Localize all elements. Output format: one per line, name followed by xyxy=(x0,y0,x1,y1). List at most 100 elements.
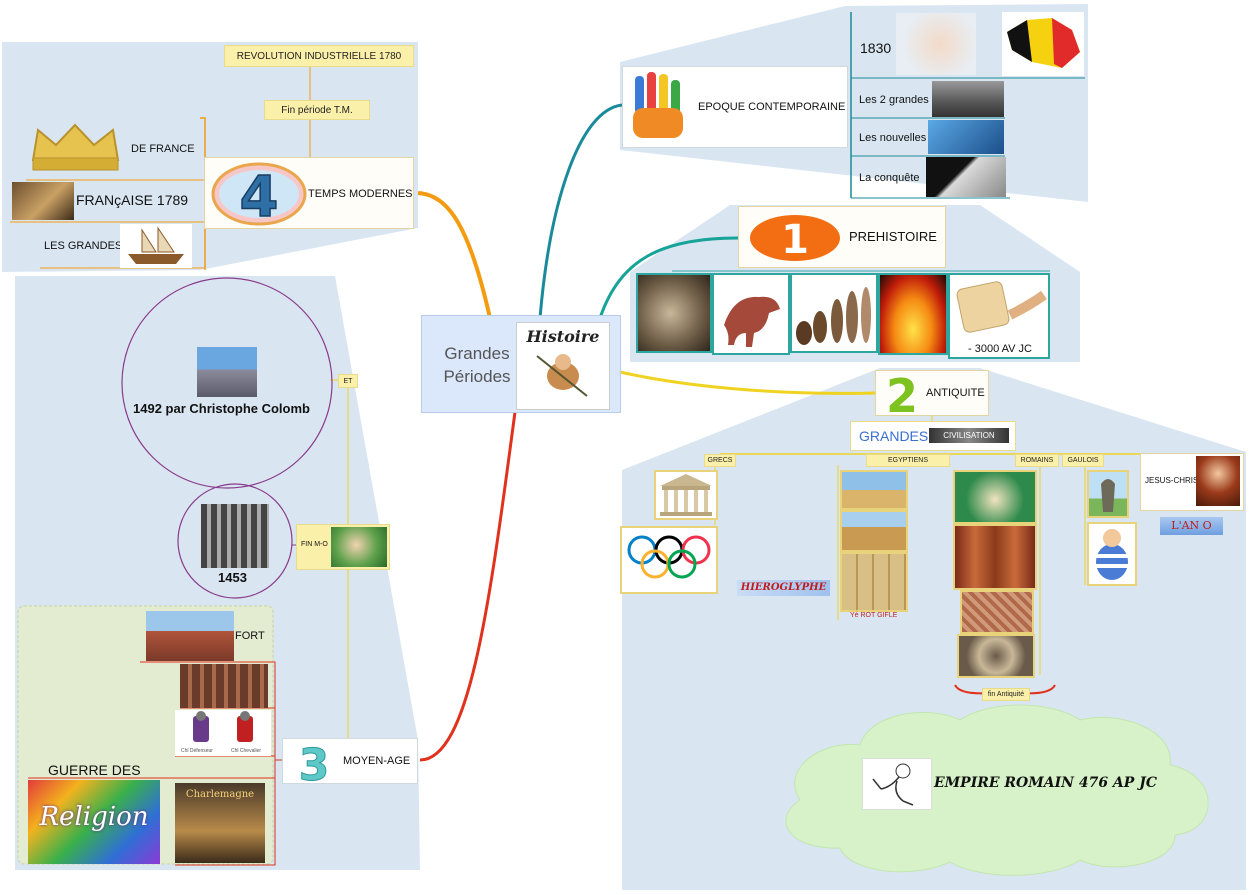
cathedral-image xyxy=(180,664,268,708)
antiquite-node[interactable]: 2 ANTIQUITE xyxy=(875,370,989,416)
olympic-rings-icon xyxy=(627,535,711,579)
number-three-icon: 3 xyxy=(298,740,330,784)
pyramids-image xyxy=(840,470,908,510)
menhir-image xyxy=(1087,470,1129,518)
writing-tablet-image: - 3000 AV JC xyxy=(948,273,1050,359)
evolution-icon xyxy=(796,287,871,345)
charlemagne-title: Charlemagne xyxy=(185,789,255,800)
prehistoire-date-label: - 3000 AV JC xyxy=(968,343,1032,355)
et-label[interactable]: ET xyxy=(338,374,358,388)
grandes-decouvertes-label: LES GRANDES xyxy=(44,240,123,252)
caravel-ship-icon xyxy=(120,224,192,268)
baby-photo-image xyxy=(896,13,976,75)
number-two-icon: 2 xyxy=(886,372,918,416)
crown-icon xyxy=(31,123,120,171)
an-zero-label: L'AN O xyxy=(1171,519,1212,532)
fin-periode-tm-label[interactable]: Fin période T.M. xyxy=(264,100,370,120)
hieroglyphs-image xyxy=(840,552,908,612)
grandes-label: GRANDES xyxy=(859,428,929,444)
number-three-text: 3 xyxy=(299,740,330,784)
civilisation-banner: CIVILISATION xyxy=(929,428,1009,443)
prehistoire-node[interactable]: 1 PREHISTOIRE xyxy=(738,206,946,268)
hieroglyphe-banner[interactable]: HIEROGLYPHE xyxy=(737,580,830,596)
number-four-text: 4 xyxy=(240,165,279,228)
obelix-image xyxy=(1087,522,1137,586)
dinosaur-image xyxy=(712,273,790,355)
jesus-christ-label: JESUS-CHRIST xyxy=(1145,476,1204,485)
grandes-civilisations-node[interactable]: GRANDES CIVILISATION xyxy=(850,421,1016,451)
obelix-icon xyxy=(1096,529,1128,580)
jesus-portrait-image xyxy=(1196,456,1240,506)
romains-label[interactable]: ROMAINS xyxy=(1015,454,1059,467)
guerres-mondiales-label: Les 2 grandes xyxy=(859,94,929,106)
chevalier-caption: Chl Chevalier xyxy=(231,748,262,754)
gaulois-label[interactable]: GAULOIS xyxy=(1062,454,1104,467)
prehistoire-label: PREHISTOIRE xyxy=(849,229,937,244)
castle-image xyxy=(146,611,234,661)
nouvelles-technologies-label: Les nouvelles xyxy=(859,132,927,144)
painted-hand-icon xyxy=(633,72,683,138)
number-one-text: 1 xyxy=(781,217,809,263)
year-1453-label: 1453 xyxy=(218,570,247,585)
fire-image xyxy=(878,273,948,355)
rot-gifle-label: Yé ROT GIFLE xyxy=(850,612,898,619)
revolution-francaise-label: FRANçAISE 1789 xyxy=(76,192,189,208)
number-one-icon: 1 xyxy=(750,215,840,263)
temple-icon xyxy=(660,474,712,516)
number-four-icon: 4 xyxy=(211,162,307,228)
religion-label: Religion xyxy=(39,802,149,832)
devices-photo-image xyxy=(928,120,1004,154)
explorer-photo-image xyxy=(331,527,387,567)
nautilus-fossil-image xyxy=(636,273,712,353)
epoque-contemporaine-node[interactable]: EPOQUE CONTEMPORAINE xyxy=(622,66,848,148)
central-topic-node[interactable]: Grandes Périodes Histoire xyxy=(421,315,621,413)
caveman-icon xyxy=(536,354,588,397)
antiquite-label: ANTIQUITE xyxy=(926,387,985,399)
menhir-icon xyxy=(1101,479,1115,512)
greek-temple-image xyxy=(654,470,718,520)
asterix-book-image xyxy=(953,470,1037,524)
knights-icon xyxy=(193,711,253,742)
histoire-logo: Histoire xyxy=(516,322,610,410)
an-zero-banner[interactable]: L'AN O xyxy=(1160,517,1223,535)
moyen-age-node[interactable]: 3 MOYEN-AGE xyxy=(282,738,418,784)
hieroglyphe-label: HIEROGLYPHE xyxy=(740,582,827,593)
belgium-flag-map-icon xyxy=(1002,12,1084,76)
olympic-rings-image xyxy=(620,526,718,594)
conquete-spatiale-label: La conquête xyxy=(859,172,920,184)
fin-antiquite-label[interactable]: fin Antiquité xyxy=(982,688,1030,701)
jesus-christ-node[interactable]: JESUS-CHRIST xyxy=(1140,453,1244,511)
roman-figure-image xyxy=(862,758,932,810)
moyen-age-label: MOYEN-AGE xyxy=(343,755,411,767)
revolution-industrielle-label[interactable]: REVOLUTION INDUSTRIELLE 1780 xyxy=(224,45,414,67)
empire-romain-label: EMPIRE ROMAIN 476 AP JC xyxy=(934,775,1157,791)
knights-image: Chl Défenseur Chl Chevalier xyxy=(175,710,271,756)
colomb-1492-label: 1492 par Christophe Colomb xyxy=(133,401,310,416)
war-photo-image xyxy=(932,81,1004,117)
grecs-label[interactable]: GRECS xyxy=(704,454,736,467)
egyptiens-label[interactable]: EGYPTIENS xyxy=(866,454,950,467)
printing-press-image xyxy=(201,504,269,568)
fin-mo-label: FIN M-O xyxy=(301,541,328,548)
falling-man-icon xyxy=(872,763,914,806)
rois-de-france-label: DE FRANCE xyxy=(131,143,195,155)
religion-stained-glass-image: Religion xyxy=(28,780,160,864)
astronaut-photo-image xyxy=(926,157,1006,197)
civilisation-label: CIVILISATION xyxy=(943,431,995,440)
central-topic-line1: Grandes xyxy=(444,344,510,363)
defenseur-caption: Chl Défenseur xyxy=(181,748,213,754)
dinosaur-icon xyxy=(724,296,780,347)
number-two-text: 2 xyxy=(886,372,918,416)
charlemagne-book-image: Charlemagne xyxy=(175,783,265,863)
gladiators-image xyxy=(953,524,1037,590)
fin-mo-node[interactable]: FIN M-O xyxy=(296,524,390,570)
new-york-photo-image xyxy=(197,347,257,397)
central-topic-line2: Périodes xyxy=(443,367,511,386)
sphinx-image xyxy=(840,510,908,552)
histoire-logo-text: Histoire xyxy=(526,327,600,346)
guerre-des-religions-label: GUERRE DES xyxy=(48,762,141,778)
temps-modernes-label: TEMPS MODERNES xyxy=(308,188,413,200)
temps-modernes-node[interactable]: 4 TEMPS MODERNES xyxy=(204,157,414,229)
mosaic-image xyxy=(957,634,1035,678)
